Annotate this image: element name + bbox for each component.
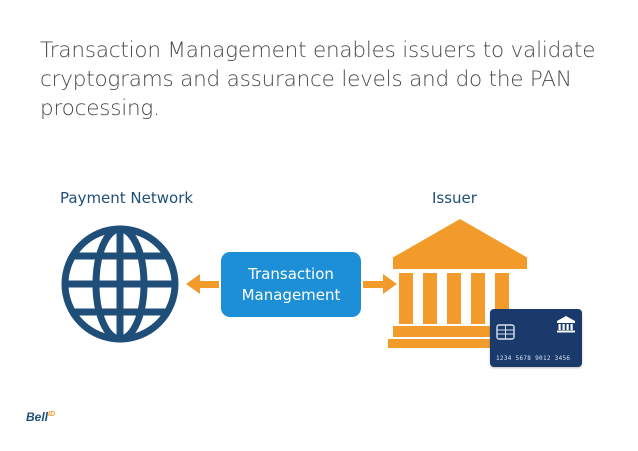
tm-box-line1: Transaction (248, 264, 334, 283)
logo-superscript: ID (48, 411, 56, 418)
transaction-management-box: Transaction Management (221, 252, 361, 317)
chip-icon (496, 324, 515, 340)
bank-building-icon (388, 219, 528, 348)
credit-card-icon: 1234 5678 9012 3456 (490, 309, 582, 367)
bellid-logo: BellID (26, 410, 55, 424)
card-number: 1234 5678 9012 3456 (496, 355, 571, 362)
globe-icon (61, 225, 179, 343)
left-double-arrow (186, 274, 219, 294)
issuer-label: Issuer (432, 189, 477, 207)
card-bank-icon (557, 316, 575, 333)
headline: Transaction Management enables issuers t… (40, 38, 596, 121)
logo-text: Bell (26, 410, 49, 424)
tm-box-line2: Management (241, 285, 341, 304)
right-arrow (363, 274, 397, 294)
payment-network-label: Payment Network (60, 189, 194, 207)
